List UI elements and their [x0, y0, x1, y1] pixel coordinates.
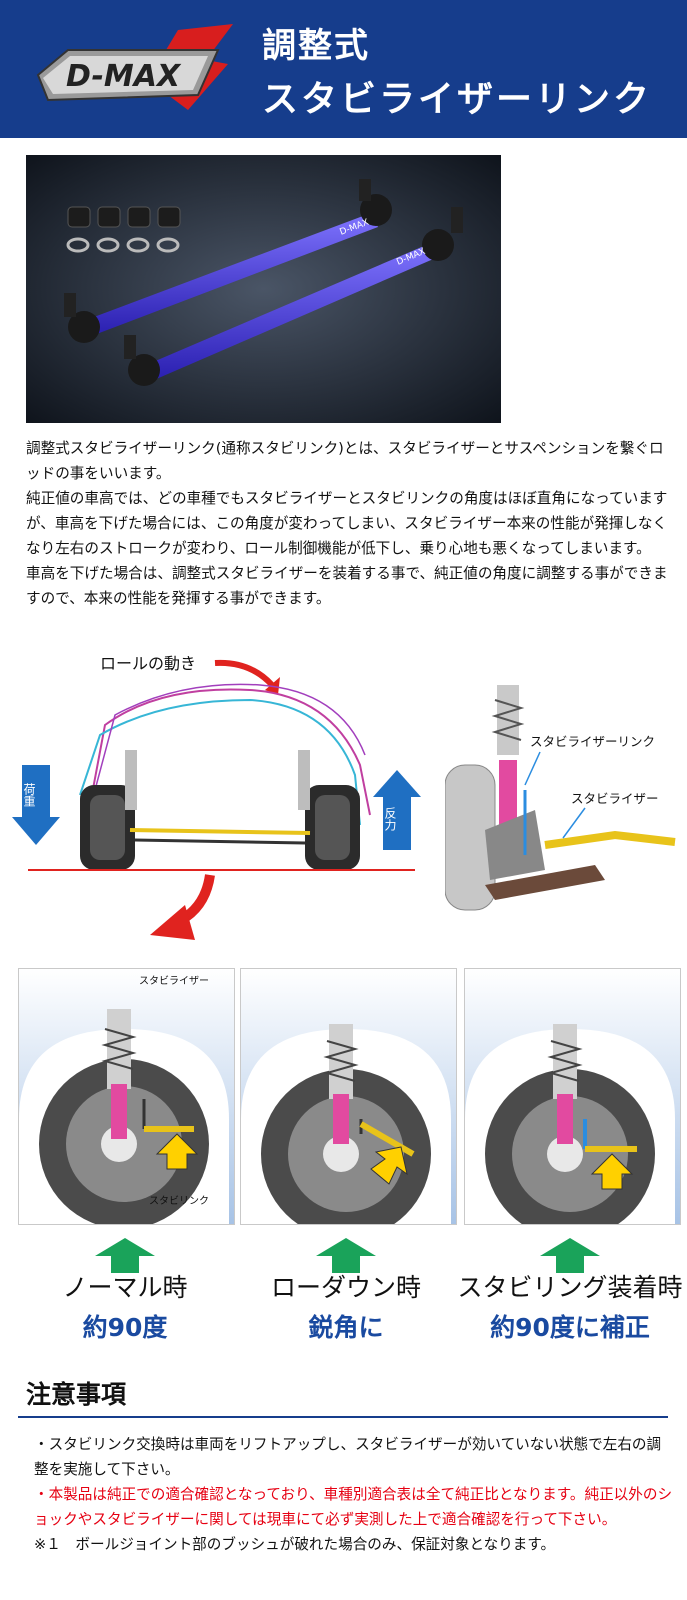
title-line1: 調整式 — [262, 26, 370, 66]
sub-lowdown: 鋭角に — [308, 1313, 384, 1342]
label-lowdown: ローダウン時 — [270, 1273, 421, 1302]
intro-paragraph-2: 純正値の車高では、どの車種でもスタビライザーとスタビリンクの角度はほぼ直角になっ… — [26, 490, 668, 557]
green-arrow-2-icon — [316, 1238, 376, 1273]
label-stabilink: スタビリング装着時 — [457, 1273, 683, 1302]
note-3: ※１ ボールジョイント部のブッシュが破れた場合のみ、保証対象となります。 — [34, 1536, 556, 1553]
note-2: ・本製品は純正での適合確認となっており、車種別適合表は全て純正比となります。純正… — [34, 1486, 673, 1528]
panel-normal: スタビライザー スタビリンク — [18, 968, 235, 1225]
sub-normal: 約90度 — [82, 1313, 168, 1342]
panel-stabilink — [464, 968, 681, 1225]
roll-label: ロールの動き — [100, 655, 196, 673]
label-normal: ノーマル時 — [62, 1273, 188, 1302]
intro-text: 調整式スタビライザーリンク(通称スタビリンク)とは、スタビライザーとサスペンショ… — [26, 436, 671, 611]
reaction-label: 反力 — [383, 807, 397, 832]
header-banner: D-MAX 調整式 スタビライザーリンク — [0, 0, 687, 138]
load-label: 荷重 — [22, 783, 36, 807]
title-line2: スタビライザーリンク — [262, 79, 653, 120]
stabilizer-label: スタビライザー — [571, 791, 659, 806]
roll-diagram: ロールの動き 荷重 反力 — [12, 655, 421, 940]
dmax-logo: D-MAX — [36, 24, 233, 110]
intro-paragraph-3: 車高を下げた場合は、調整式スタビライザーを装着する事で、純正値の角度に調整する事… — [26, 565, 668, 607]
suspension-detail: スタビライザーリンク スタビライザー — [445, 685, 676, 911]
notes-divider — [18, 1416, 668, 1418]
sub-stabilink: 約90度に補正 — [490, 1313, 650, 1342]
notes-title: 注意事項 — [26, 1380, 127, 1409]
product-photo: D-MAX D-MAX — [26, 155, 501, 423]
intro-paragraph-1: 調整式スタビライザーリンク(通称スタビリンク)とは、スタビライザーとサスペンショ… — [26, 440, 664, 482]
panel-lowdown — [240, 968, 457, 1225]
note-1: ・スタビリンク交換時は車両をリフトアップし、スタビライザーが効いていない状態で左… — [34, 1436, 662, 1478]
link-label: スタビライザーリンク — [530, 734, 655, 749]
link-callout: スタビリンク — [149, 1195, 209, 1207]
green-arrow-3-icon — [540, 1238, 600, 1273]
stabilizer-callout: スタビライザー — [139, 975, 209, 987]
green-arrow-1-icon — [95, 1238, 155, 1273]
notes-list: ・スタビリンク交換時は車両をリフトアップし、スタビライザーが効いていない状態で左… — [34, 1432, 674, 1557]
svg-text:D-MAX: D-MAX — [66, 59, 182, 94]
